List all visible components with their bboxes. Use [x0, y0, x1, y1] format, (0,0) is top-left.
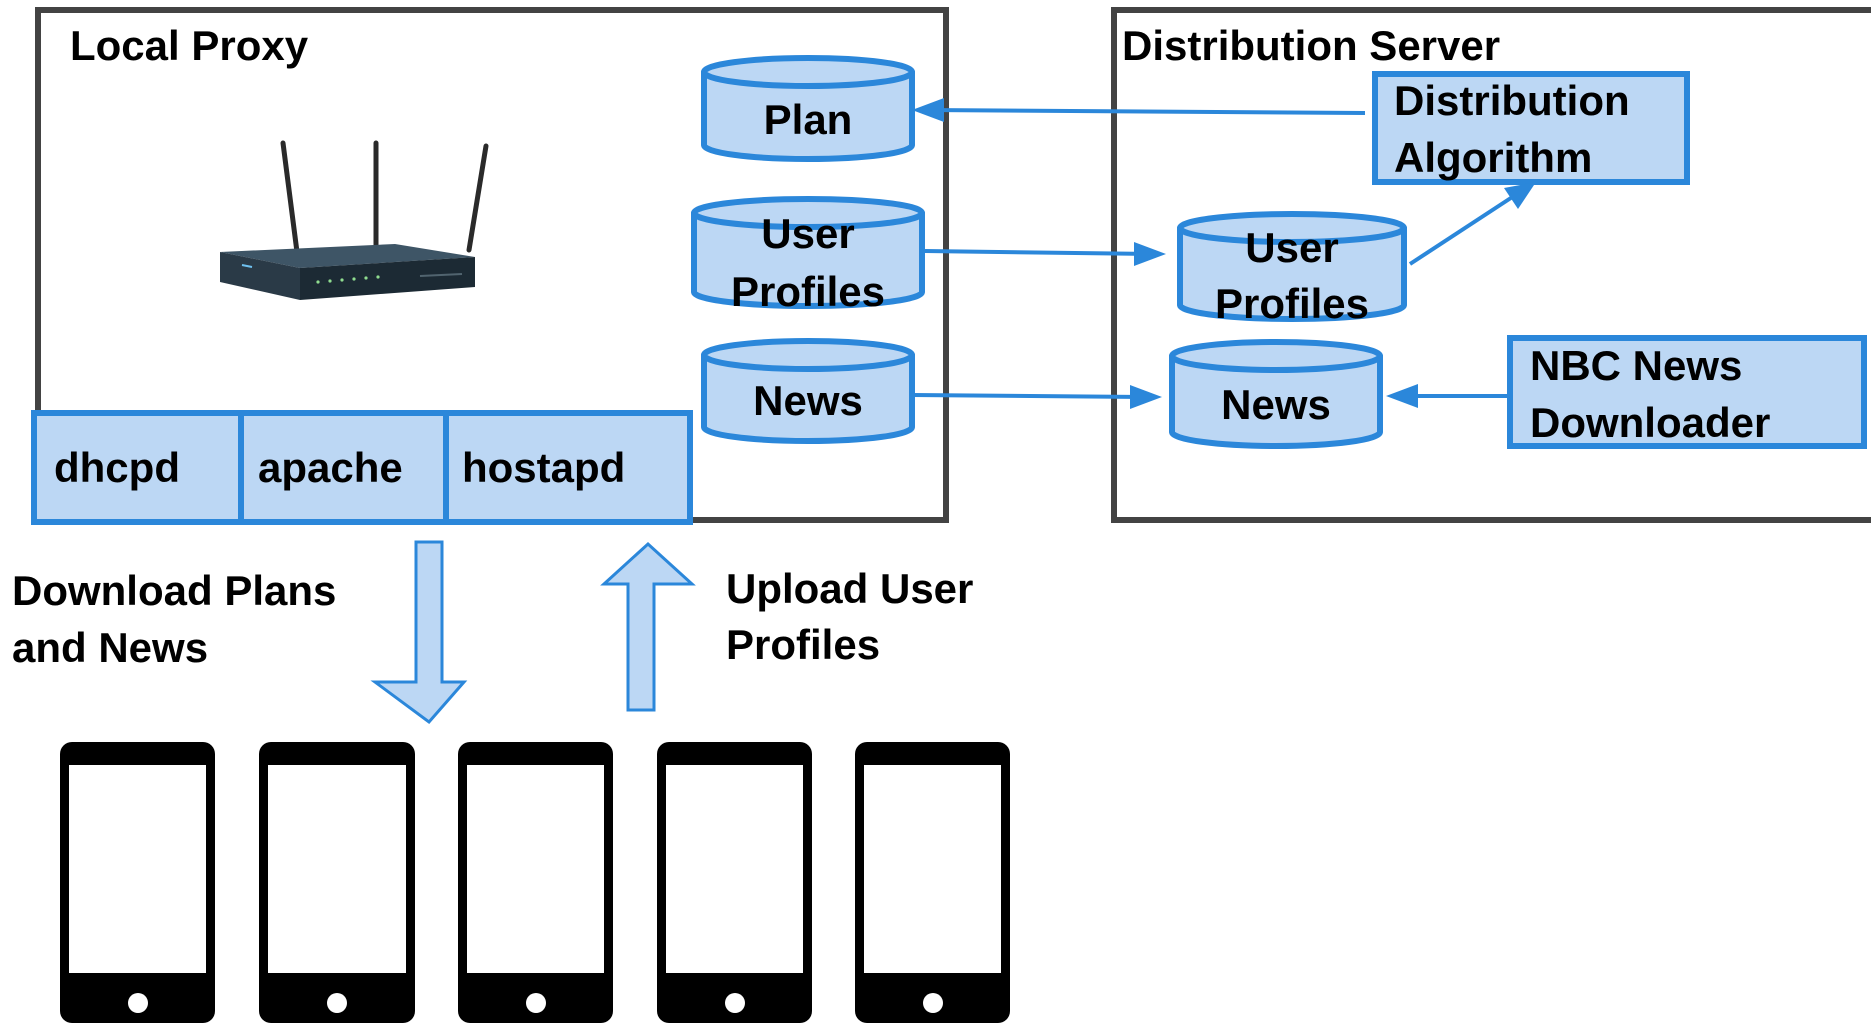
db-local-news: News [701, 338, 915, 444]
phone-3 [458, 742, 613, 1023]
services-bar: dhcpd apache hostapd [31, 410, 693, 525]
arrow-algorithm-to-plan [912, 98, 1366, 122]
phone-4-home-button [725, 993, 745, 1013]
phone-2-home-button [327, 993, 347, 1013]
arrow-local-news-to-server-news [911, 385, 1162, 409]
phone-3-home-button [526, 993, 546, 1013]
db-local-user-profiles-label-1: User [761, 210, 854, 257]
phone-4 [657, 742, 812, 1023]
db-server-user-profiles-label-2: Profiles [1215, 280, 1369, 327]
download-label-1: Download Plans [12, 567, 336, 614]
phone-3-screen [467, 765, 604, 973]
nbc-news-downloader-label-1: NBC News [1530, 342, 1742, 389]
db-server-news-label: News [1221, 381, 1331, 428]
phone-2-screen [268, 765, 406, 973]
upload-label-2: Profiles [726, 621, 880, 668]
phone-1-screen [69, 765, 206, 973]
download-label-2: and News [12, 624, 208, 671]
arrow-downloader-to-server-news [1386, 384, 1508, 408]
phone-5-home-button [923, 993, 943, 1013]
arrow-server-profiles-to-algorithm [1408, 182, 1536, 266]
db-local-user-profiles-label-2: Profiles [731, 268, 885, 315]
distribution-algorithm-box: Distribution Algorithm [1372, 71, 1690, 185]
phone-5-screen [864, 765, 1001, 973]
arrow-local-profiles-to-server-profiles [924, 242, 1166, 266]
phone-1-home-button [128, 993, 148, 1013]
phone-1 [60, 742, 215, 1023]
db-server-user-profiles-label-1: User [1245, 224, 1338, 271]
distribution-algorithm-label-2: Algorithm [1394, 134, 1592, 181]
db-plan: Plan [701, 55, 915, 162]
download-block-arrow [370, 540, 468, 725]
upload-block-arrow [600, 541, 696, 712]
distribution-algorithm-label-1: Distribution [1394, 77, 1630, 124]
local-proxy-title: Local Proxy [70, 22, 309, 69]
service-hostapd: hostapd [462, 444, 625, 491]
wireless-router-icon [220, 140, 489, 300]
db-local-news-label: News [753, 377, 863, 424]
db-server-news: News [1169, 339, 1383, 449]
db-server-user-profiles: User Profiles [1177, 211, 1407, 327]
distribution-server-container: Distribution Server [1111, 7, 1871, 523]
upload-label-1: Upload User [726, 565, 973, 612]
phone-5 [855, 742, 1010, 1023]
nbc-news-downloader-box: NBC News Downloader [1507, 335, 1867, 449]
service-apache: apache [258, 444, 403, 491]
distribution-server-title: Distribution Server [1122, 22, 1500, 69]
phone-4-screen [666, 765, 803, 973]
nbc-news-downloader-label-2: Downloader [1530, 399, 1770, 446]
phone-2 [259, 742, 415, 1023]
service-dhcpd: dhcpd [54, 444, 180, 491]
db-plan-label: Plan [764, 96, 853, 143]
db-local-user-profiles: User Profiles [691, 196, 925, 315]
